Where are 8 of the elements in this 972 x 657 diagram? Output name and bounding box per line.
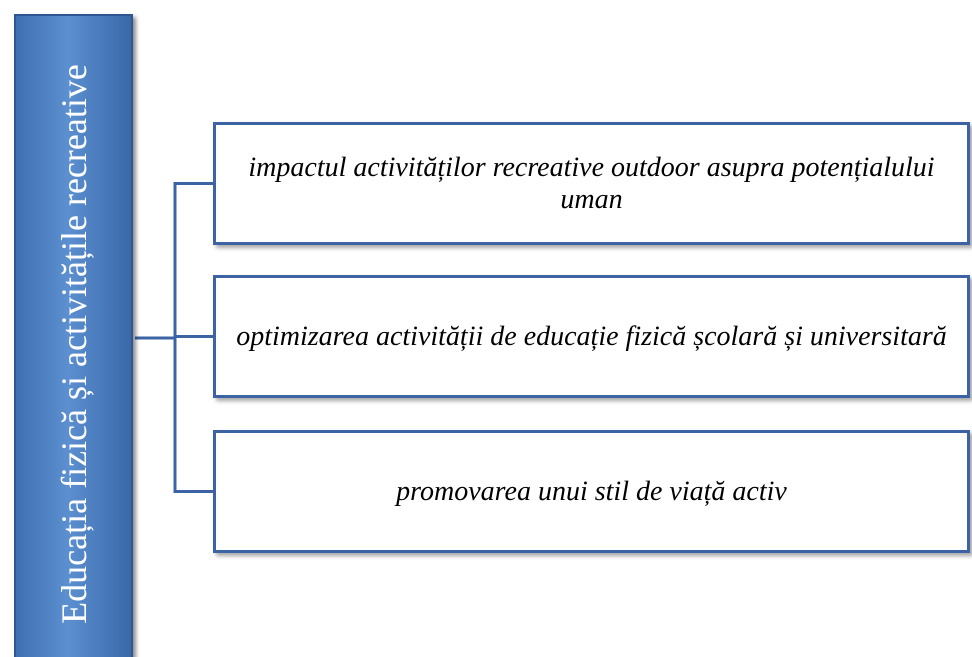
topic-box <box>213 122 970 245</box>
title-box <box>14 14 133 657</box>
topic-text: promovarea unui stil de viață activ <box>396 476 787 508</box>
topic-text: optimizarea activității de educație fizică școlară și universitară <box>236 320 947 352</box>
topic-box <box>213 430 970 553</box>
topic-box <box>213 275 970 398</box>
topic-text: impactul activităților recreative outdoor asupra potențialului uman <box>247 152 936 216</box>
title-text: Educația fizică și activitățile recreative <box>54 63 94 626</box>
